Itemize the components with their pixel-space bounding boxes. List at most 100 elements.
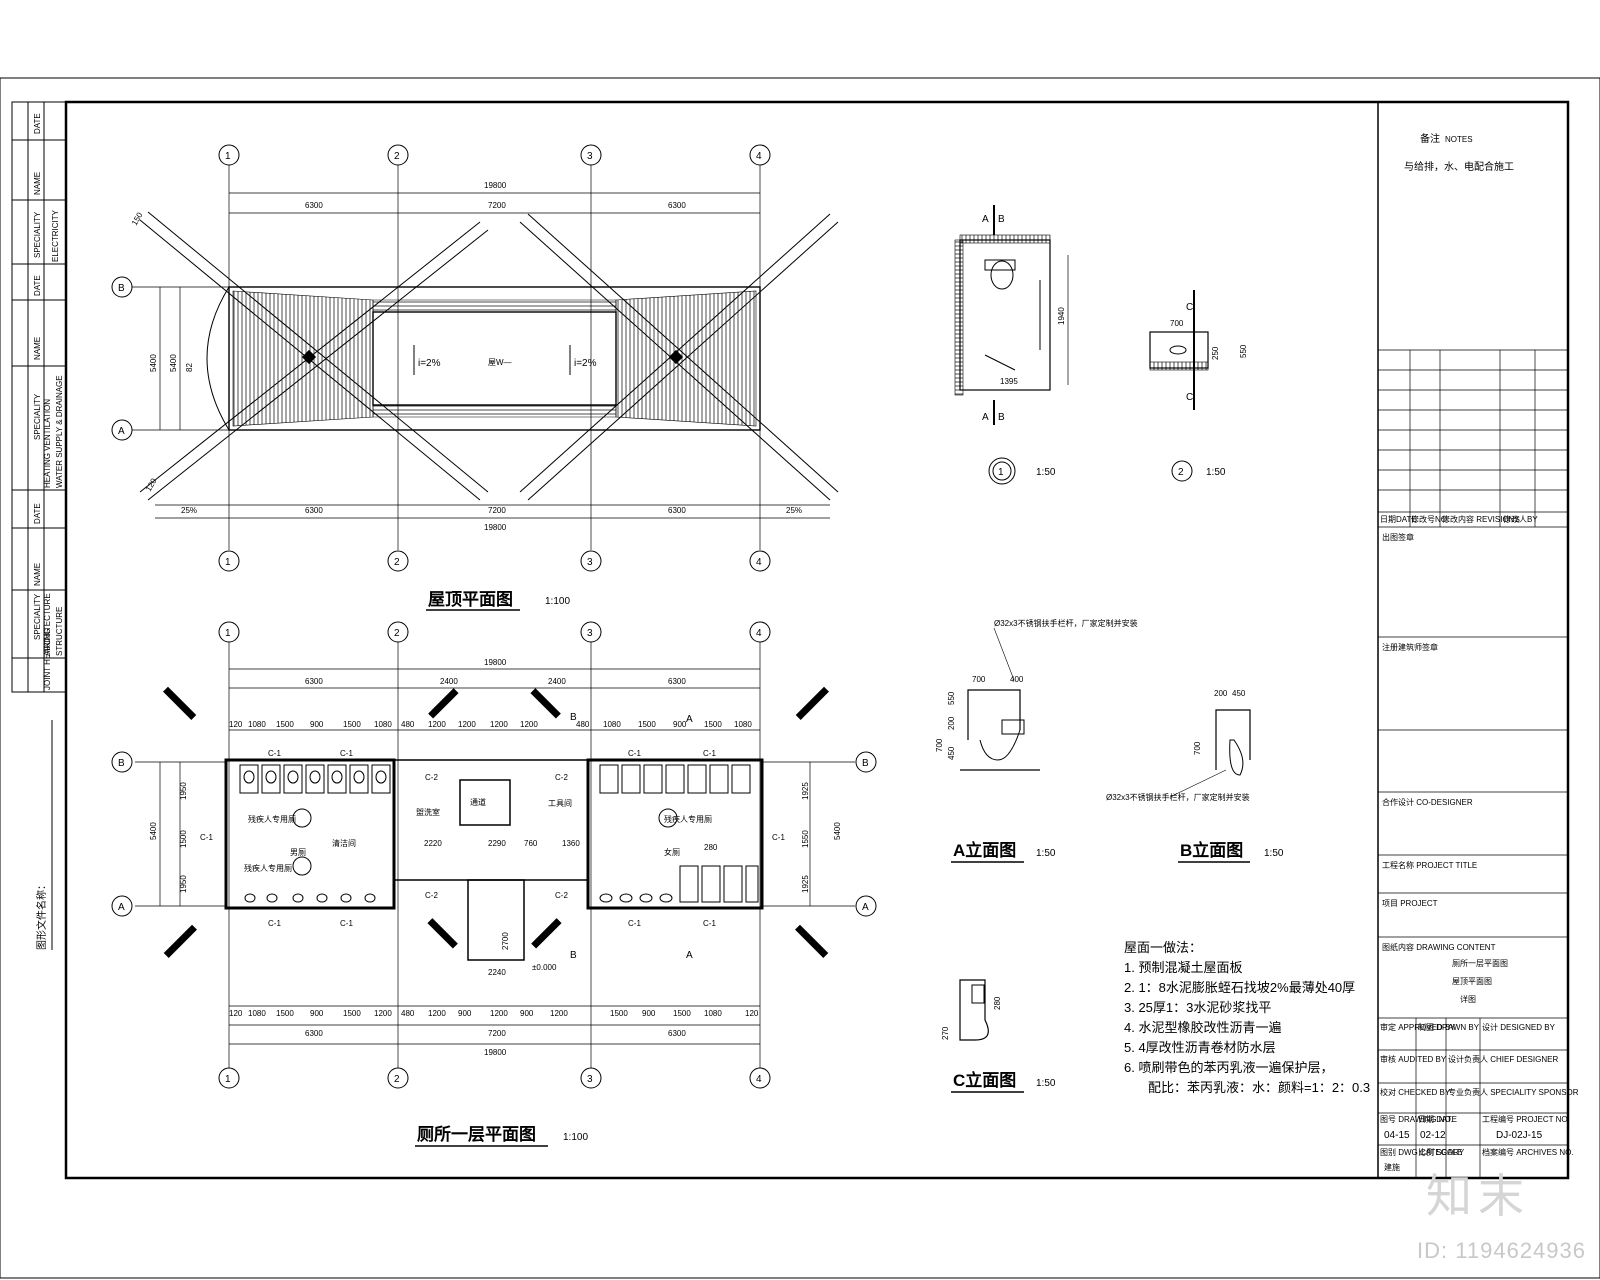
svg-text:比例 SCALE: 比例 SCALE	[1418, 1147, 1462, 1157]
svg-text:19800: 19800	[484, 523, 507, 532]
svg-text:2700: 2700	[501, 932, 510, 950]
svg-text:1500: 1500	[179, 830, 188, 848]
svg-text:A: A	[686, 714, 693, 725]
svg-text:修改号NO.: 修改号NO.	[1411, 514, 1449, 524]
roof-method-notes: 屋面一做法： 1. 预制混凝土屋面板 2. 1：8水泥膨胀蛭石找坡2%最薄处40…	[1124, 940, 1370, 1095]
svg-text:7200: 7200	[488, 201, 506, 210]
svg-text:C-1: C-1	[340, 919, 353, 928]
svg-text:NOTES: NOTES	[1445, 135, 1473, 144]
svg-text:1200: 1200	[428, 720, 446, 729]
svg-text:1500: 1500	[343, 720, 361, 729]
svg-text:1500: 1500	[673, 1009, 691, 1018]
detail-1-label: 1	[998, 467, 1004, 478]
content-label: 图纸内容 DRAWING CONTENT	[1382, 942, 1496, 952]
floor-plan-title: 厕所一层平面图	[417, 1125, 536, 1144]
elev-b-title: B立面图	[1180, 840, 1243, 860]
svg-text:C-1: C-1	[703, 749, 716, 758]
svg-text:配比：苯丙乳液：水：颜料=1：2：0.3: 配比：苯丙乳液：水：颜料=1：2：0.3	[1148, 1080, 1370, 1095]
svg-text:6300: 6300	[305, 1029, 323, 1038]
svg-text:150: 150	[130, 210, 145, 227]
svg-text:2400: 2400	[548, 677, 566, 686]
svg-text:1200: 1200	[428, 1009, 446, 1018]
doc-file-label: 图形文件名称：	[35, 880, 48, 950]
svg-text:1200: 1200	[550, 1009, 568, 1018]
revision-table	[1378, 349, 1568, 528]
svg-text:2: 2	[394, 557, 400, 568]
svg-text:详图: 详图	[1460, 994, 1476, 1004]
svg-text:3. 25厚1：3水泥砂浆找平: 3. 25厚1：3水泥砂浆找平	[1124, 1000, 1271, 1015]
drawing-category: 建施	[1384, 1162, 1400, 1172]
svg-text:6300: 6300	[305, 506, 323, 515]
svg-text:700: 700	[935, 738, 944, 752]
svg-text:1080: 1080	[248, 720, 266, 729]
svg-text:设计 DESIGNED BY: 设计 DESIGNED BY	[1482, 1022, 1556, 1032]
svg-text:2: 2	[394, 628, 400, 639]
elev-c-title: C立面图	[953, 1070, 1016, 1090]
svg-text:7200: 7200	[488, 1029, 506, 1038]
svg-text:1360: 1360	[562, 839, 580, 848]
strip-date-1: DATE	[33, 113, 42, 134]
svg-text:900: 900	[642, 1009, 656, 1018]
svg-text:19800: 19800	[484, 658, 507, 667]
svg-text:6300: 6300	[668, 677, 686, 686]
svg-text:C-1: C-1	[703, 919, 716, 928]
svg-text:C: C	[1186, 302, 1193, 313]
female-stalls	[599, 764, 759, 903]
elev-b-note: Ø32x3不锈钢扶手栏杆，厂家定制并安装	[1106, 792, 1250, 802]
room-storage: 通道	[470, 797, 486, 807]
project-title-label: 工程名称 PROJECT TITLE	[1382, 860, 1477, 870]
svg-text:校对 CHECKED BY: 校对 CHECKED BY	[1380, 1087, 1451, 1097]
svg-text:1: 1	[225, 628, 231, 639]
svg-text:1200: 1200	[490, 720, 508, 729]
svg-text:19800: 19800	[484, 1048, 507, 1057]
svg-text:200: 200	[947, 716, 956, 730]
svg-text:6300: 6300	[668, 201, 686, 210]
svg-text:200: 200	[1214, 689, 1228, 698]
svg-text:2: 2	[394, 1074, 400, 1085]
svg-text:1950: 1950	[179, 782, 188, 800]
floor-plan-scale: 1:100	[563, 1132, 588, 1143]
svg-text:2290: 2290	[488, 839, 506, 848]
strip-speciality-1: SPECIALITY	[33, 211, 42, 258]
room-tool: 工具间	[548, 799, 572, 808]
svg-text:1500: 1500	[638, 720, 656, 729]
room-female: 女厕	[664, 847, 680, 857]
svg-text:1: 1	[225, 557, 231, 568]
project-no: DJ-02J-15	[1496, 1130, 1543, 1141]
roof-slope-right: i=2%	[574, 358, 597, 369]
svg-text:4: 4	[756, 1074, 762, 1085]
outer-border	[0, 77, 1600, 1279]
svg-text:1080: 1080	[734, 720, 752, 729]
svg-text:B: B	[998, 214, 1005, 225]
drawing-no: 04-15	[1384, 1130, 1410, 1141]
room-male: 男厕	[290, 848, 306, 857]
svg-text:25%: 25%	[786, 506, 802, 515]
svg-text:1200: 1200	[490, 1009, 508, 1018]
elev-a-title: A立面图	[953, 840, 1016, 860]
svg-text:2: 2	[394, 151, 400, 162]
svg-text:5400: 5400	[169, 354, 178, 372]
svg-text:A: A	[982, 214, 989, 225]
svg-text:1. 预制混凝土屋面板: 1. 预制混凝土屋面板	[1124, 960, 1242, 975]
svg-text:1200: 1200	[458, 720, 476, 729]
svg-text:1080: 1080	[704, 1009, 722, 1018]
svg-text:1080: 1080	[603, 720, 621, 729]
svg-text:B: B	[118, 758, 125, 769]
svg-text:厕所一层平面图: 厕所一层平面图	[1452, 958, 1508, 968]
elevation-c: 270 280 C立面图 1:50	[941, 979, 1056, 1093]
svg-text:700: 700	[1193, 741, 1202, 755]
svg-text:1395: 1395	[1000, 377, 1018, 386]
floor-plan: 1 2 3 4 19800 6300 2400 2400 6300 120 10…	[111, 621, 877, 1147]
svg-text:250: 250	[1211, 346, 1220, 360]
roof-dim-total: 19800	[484, 181, 507, 190]
roof-plan-title: 屋顶平面图	[428, 590, 513, 609]
strip-structure: STRUCTURE	[55, 607, 64, 656]
svg-text:6300: 6300	[668, 1029, 686, 1038]
svg-text:450: 450	[947, 746, 956, 760]
svg-text:修改人BY: 修改人BY	[1503, 514, 1538, 524]
svg-text:900: 900	[520, 1009, 534, 1018]
strip-hvac: HEATING VENTILATION	[43, 399, 52, 488]
roof-axis-a: A	[118, 426, 125, 437]
strip-speciality-2: SPECIALITY	[33, 393, 42, 440]
